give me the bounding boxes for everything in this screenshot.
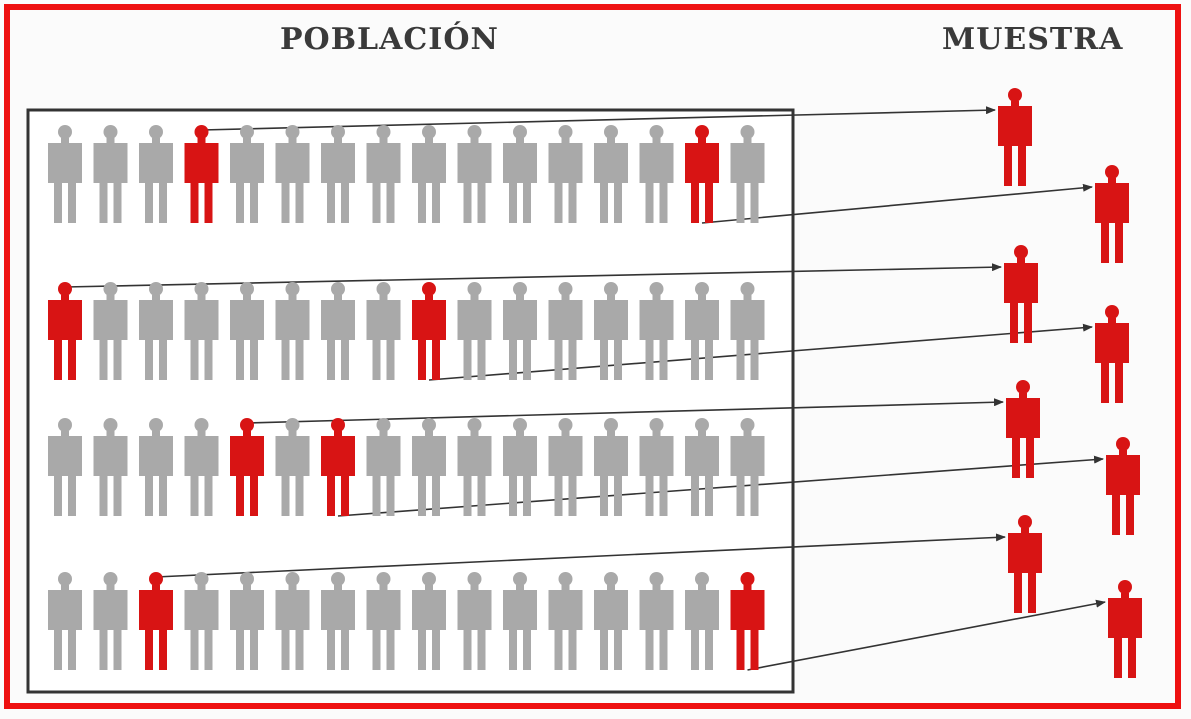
population-person: [230, 282, 264, 380]
selected-person: [685, 125, 719, 223]
population-person: [139, 418, 173, 516]
selected-person: [730, 572, 765, 670]
population-person: [412, 572, 446, 670]
population-person: [685, 282, 719, 380]
population-person: [321, 125, 355, 223]
selected-person: [412, 282, 446, 380]
population-person: [275, 282, 310, 380]
population-people: [48, 125, 765, 670]
selected-person: [184, 125, 219, 223]
population-person: [594, 125, 628, 223]
sample-people: [998, 88, 1142, 678]
sample-person: [1006, 380, 1040, 478]
selection-arrow: [64, 263, 1002, 288]
population-person: [412, 125, 446, 223]
population-person: [184, 282, 219, 380]
selection-arrow: [428, 323, 1093, 381]
population-person: [230, 125, 264, 223]
population-person: [457, 418, 492, 516]
population-person: [548, 572, 583, 670]
population-person: [730, 418, 765, 516]
selection-arrow: [747, 599, 1106, 671]
selected-person: [139, 572, 173, 670]
population-person: [685, 572, 719, 670]
sample-person: [1108, 580, 1142, 678]
selected-person: [321, 418, 355, 516]
sample-person: [1004, 245, 1038, 343]
population-person: [503, 282, 537, 380]
population-person: [93, 572, 128, 670]
population-person: [639, 572, 674, 670]
population-person: [548, 418, 583, 516]
selected-person: [230, 418, 264, 516]
population-person: [366, 572, 401, 670]
population-person: [275, 572, 310, 670]
population-person: [457, 572, 492, 670]
population-person: [321, 282, 355, 380]
population-person: [366, 418, 401, 516]
selected-person: [48, 282, 82, 380]
sample-person: [1008, 515, 1042, 613]
population-person: [412, 418, 446, 516]
population-person: [730, 282, 765, 380]
population-person: [457, 282, 492, 380]
population-person: [366, 282, 401, 380]
population-person: [366, 125, 401, 223]
sample-person: [1095, 305, 1129, 403]
population-person: [275, 418, 310, 516]
population-person: [457, 125, 492, 223]
population-person: [184, 418, 219, 516]
population-person: [93, 282, 128, 380]
population-person: [230, 572, 264, 670]
population-person: [139, 282, 173, 380]
selection-arrow: [701, 183, 1093, 224]
population-person: [139, 125, 173, 223]
population-person: [639, 282, 674, 380]
population-person: [48, 572, 82, 670]
population-person: [93, 418, 128, 516]
population-person: [503, 125, 537, 223]
population-person: [639, 125, 674, 223]
sample-person: [998, 88, 1032, 186]
population-person: [321, 572, 355, 670]
sample-title: MUESTRA: [942, 22, 1124, 57]
red-frame: [4, 4, 1181, 709]
population-person: [184, 572, 219, 670]
population-person: [503, 418, 537, 516]
population-person: [548, 282, 583, 380]
selection-arrow: [246, 398, 1004, 424]
population-person: [93, 125, 128, 223]
population-person: [594, 418, 628, 516]
population-person: [548, 125, 583, 223]
population-person: [503, 572, 537, 670]
population-person: [594, 572, 628, 670]
population-title: POBLACIÓN: [280, 22, 499, 57]
sample-person: [1095, 165, 1129, 263]
population-person: [48, 418, 82, 516]
population-person: [275, 125, 310, 223]
population-person: [594, 282, 628, 380]
selection-arrow: [155, 533, 1006, 578]
sample-person: [1106, 437, 1140, 535]
population-person: [639, 418, 674, 516]
population-person: [730, 125, 765, 223]
population-person: [685, 418, 719, 516]
population-person: [48, 125, 82, 223]
